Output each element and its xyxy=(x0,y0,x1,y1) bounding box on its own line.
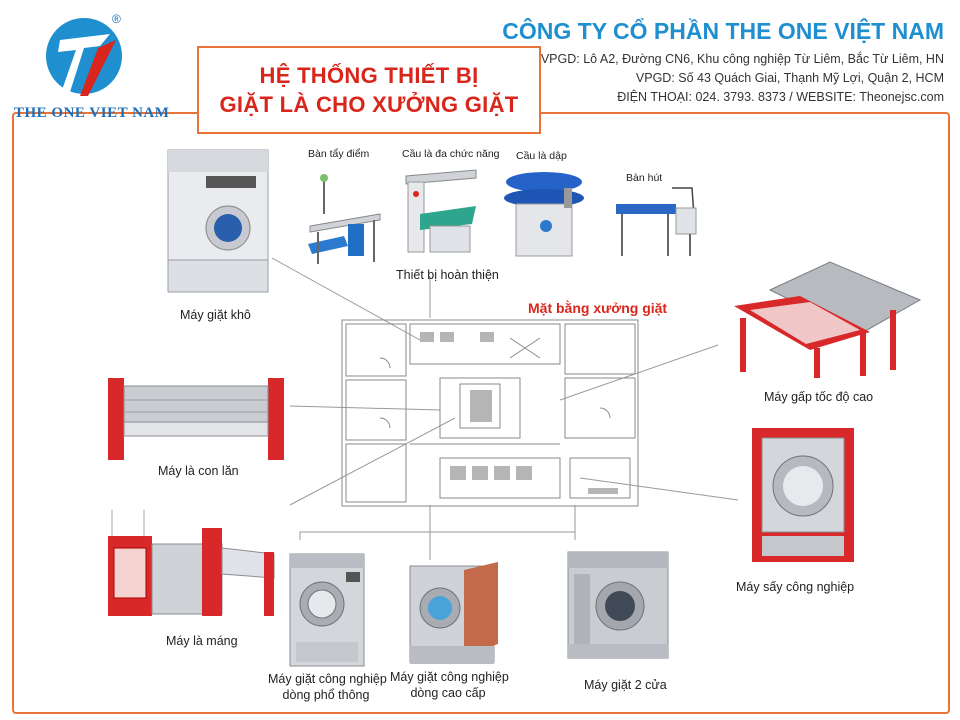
office-address-hanoi: VPGD: Lô A2, Đường CN6, Khu công nghiệp … xyxy=(540,52,944,66)
spot-cleaning-table-image xyxy=(304,164,386,270)
press-ironing-table-label: Cầu là dập xyxy=(516,150,567,162)
washer-premium-image xyxy=(404,560,500,670)
office-address-hcm: VPGD: Số 43 Quách Giai, Thạnh Mỹ Lợi, Qu… xyxy=(635,71,944,85)
title-line-1: HỆ THỐNG THIẾT BỊ xyxy=(259,63,479,88)
title-line-2: GIẶT LÀ CHO XƯỞNG GIẶT xyxy=(219,92,519,117)
washer-standard-image xyxy=(288,552,366,668)
company-logo xyxy=(40,12,140,104)
trough-ironer-image xyxy=(104,508,276,620)
washer-standard-label-line-1: Máy giặt công nghiệp xyxy=(268,672,387,686)
phone-website: ĐIỆN THOẠI: 024. 3793. 8373 / WEBSITE: T… xyxy=(617,90,944,104)
logo-text: THE ONE VIET NAM xyxy=(14,105,170,121)
roller-ironer-label: Máy là con lăn xyxy=(158,464,239,478)
title-box: HỆ THỐNG THIẾT BỊ GIẶT LÀ CHO XƯỞNG GIẶT xyxy=(197,46,541,134)
spot-cleaning-table-label: Bàn tẩy điểm xyxy=(308,148,370,160)
vacuum-table-image xyxy=(612,186,702,260)
high-speed-folder-image xyxy=(730,260,922,380)
washer-two-door-label: Máy giặt 2 cửa xyxy=(584,678,667,692)
finishing-equipment-label: Thiết bị hoàn thiện xyxy=(396,268,499,282)
high-speed-folder-label: Máy gấp tốc độ cao xyxy=(764,390,874,404)
washer-premium-label-line-1: Máy giặt công nghiệp xyxy=(390,670,509,684)
floor-plan-title: Mặt bằng xưởng giặt xyxy=(528,300,668,316)
registered-mark: ® xyxy=(112,12,121,26)
roller-ironer-image xyxy=(100,372,292,462)
company-name: CÔNG TY CỔ PHẦN THE ONE VIỆT NAM xyxy=(502,18,944,44)
industrial-dryer-image xyxy=(748,424,858,566)
washer-two-door-image xyxy=(564,546,672,664)
dry-washer-image xyxy=(166,148,270,294)
multi-function-ironing-table-image xyxy=(400,164,482,260)
washer-standard-label-line-2: dòng phổ thông xyxy=(282,688,370,702)
press-ironing-table-image xyxy=(494,164,590,264)
multi-function-ironing-table-label: Cầu là đa chức năng xyxy=(402,148,500,160)
trough-ironer-label: Máy là máng xyxy=(166,634,238,648)
floor-plan xyxy=(340,318,640,508)
dry-washer-label: Máy giặt khô xyxy=(180,308,251,322)
industrial-dryer-label: Máy sấy công nghiệp xyxy=(736,580,855,594)
washer-premium-label-line-2: dòng cao cấp xyxy=(410,686,486,700)
vacuum-table-label: Bàn hút xyxy=(626,172,663,184)
